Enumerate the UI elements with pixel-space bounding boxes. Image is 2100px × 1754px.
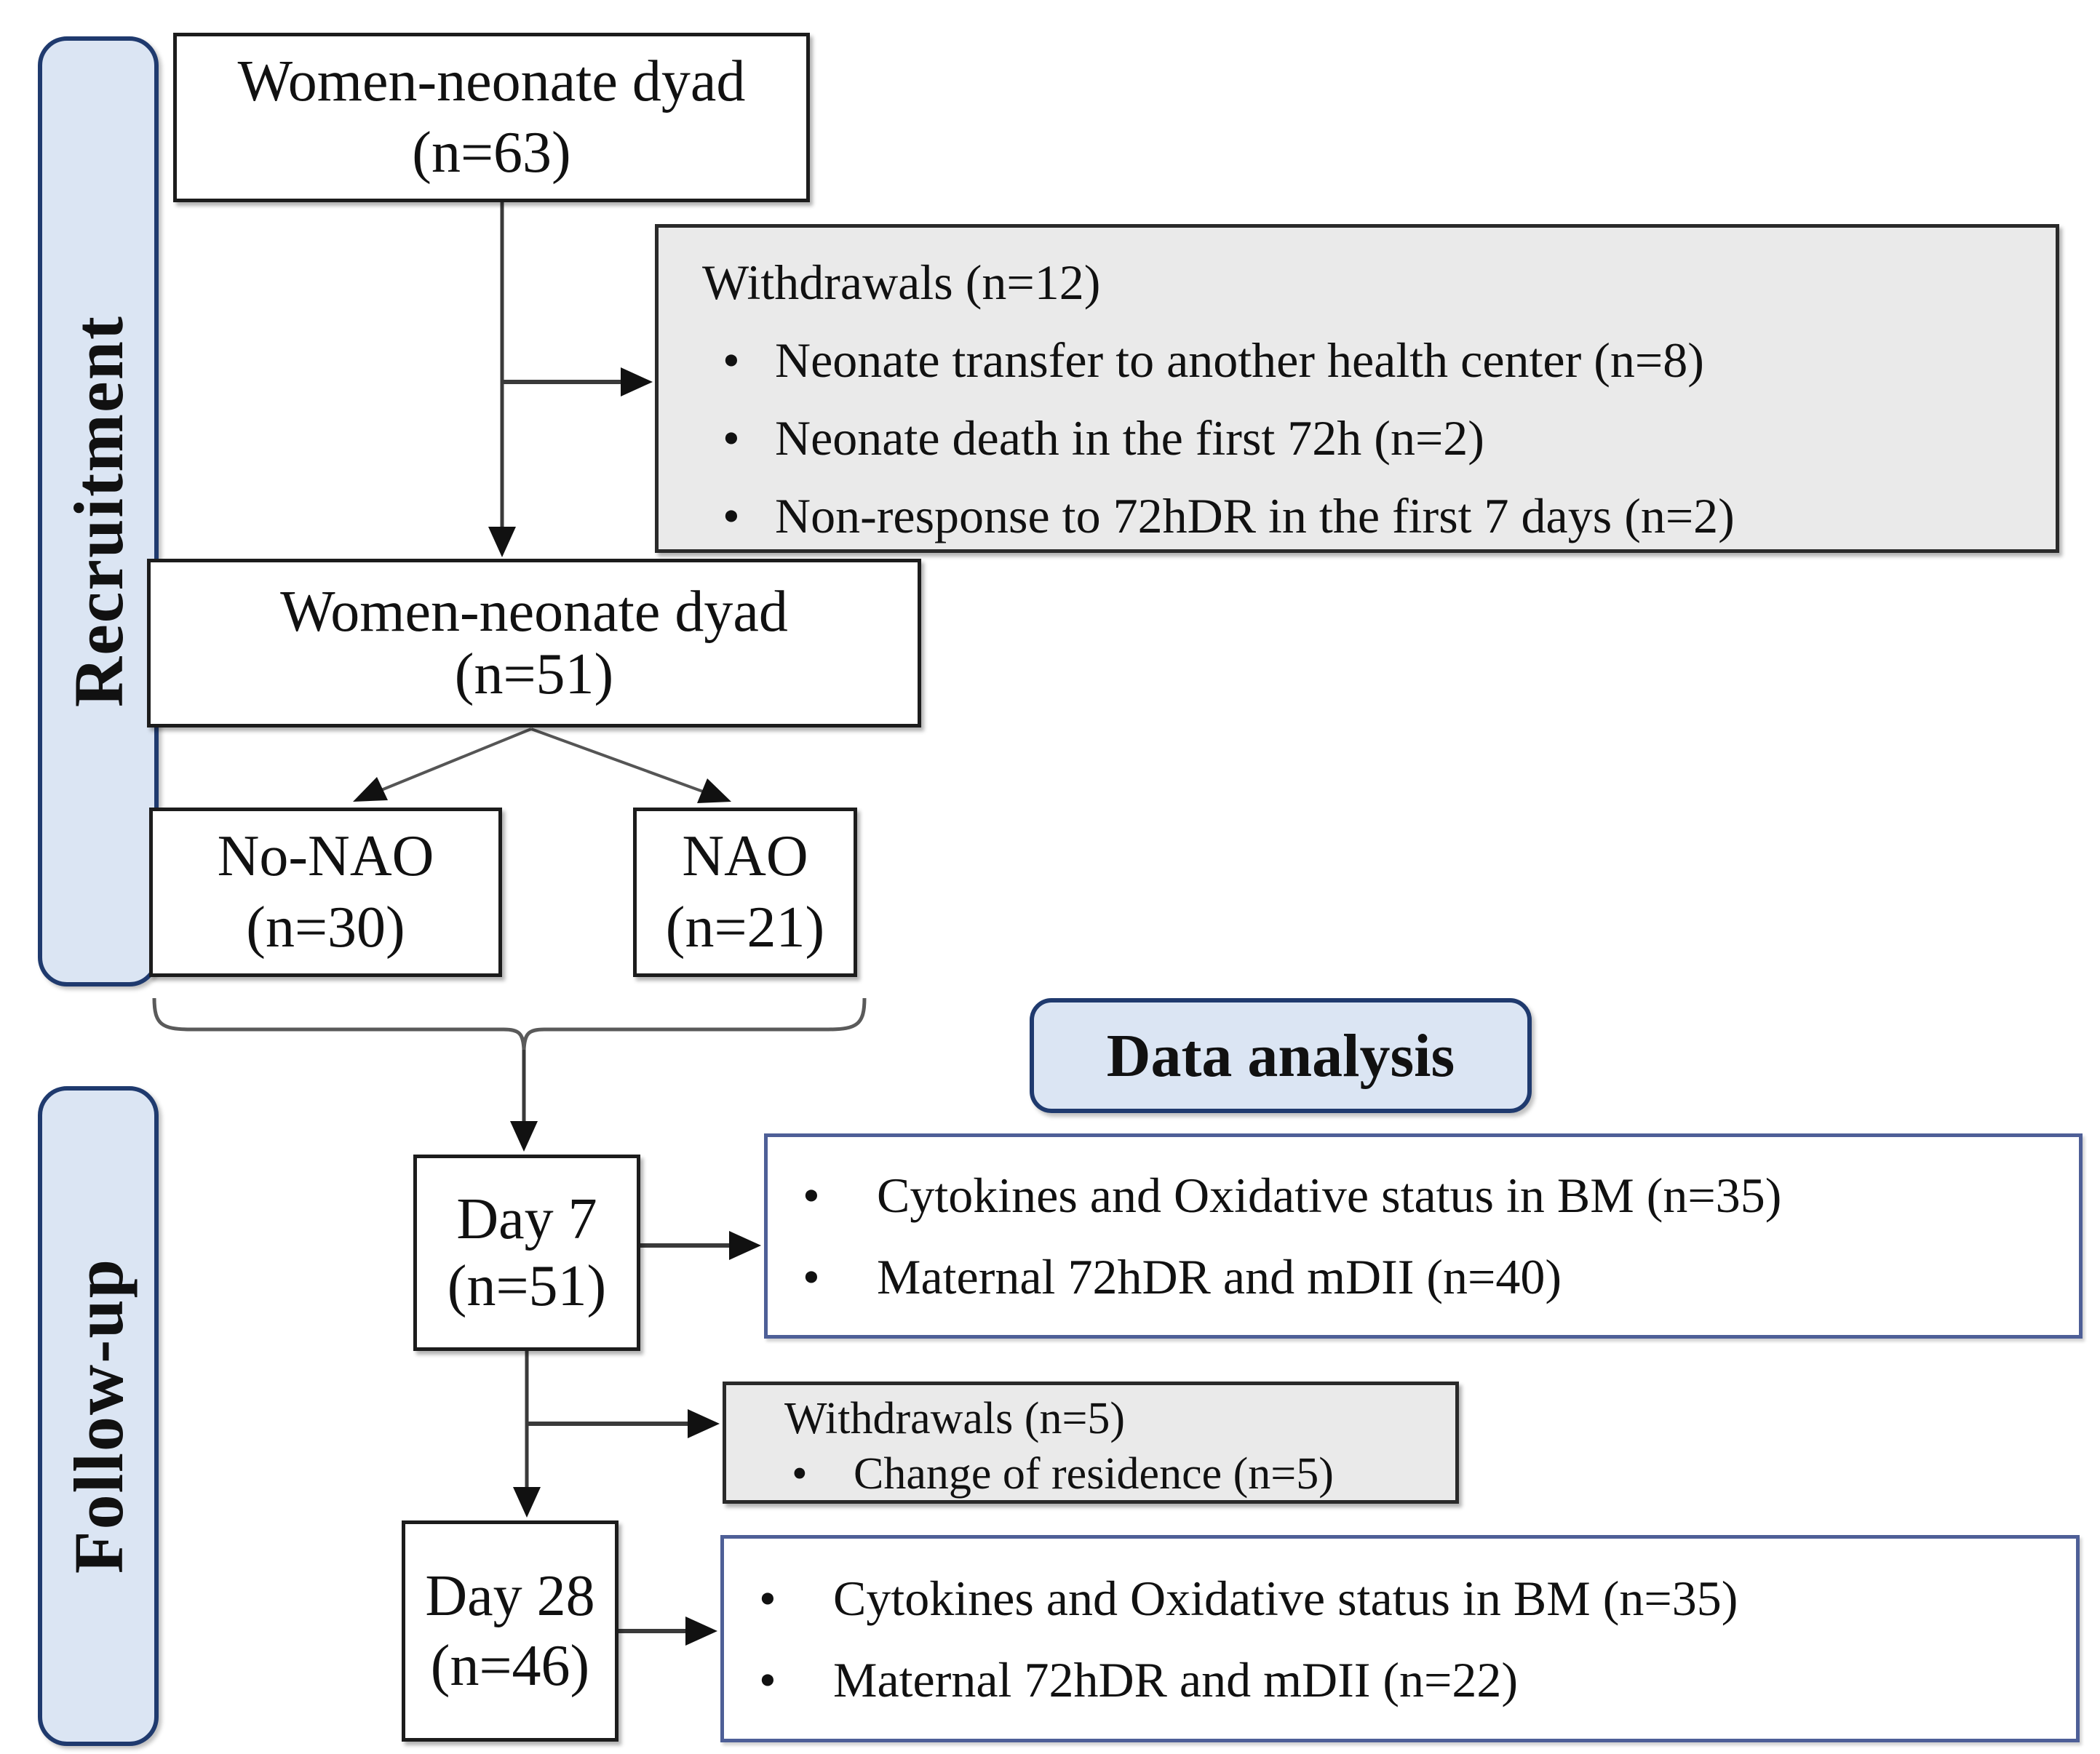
followup-label: Follow-up <box>59 1258 138 1574</box>
withdrawal-reason: Neonate transfer to another health cente… <box>775 332 1704 388</box>
arrow-to-withdrawals5 <box>527 1409 720 1438</box>
analysis-item: Cytokines and Oxidative status in BM (n=… <box>833 1570 1738 1626</box>
node-title: Day 7 <box>456 1187 597 1251</box>
bullet-icon: • <box>759 1570 776 1626</box>
arrow-day28-to-analysis <box>619 1617 717 1646</box>
data-analysis-label: Data analysis <box>1106 1021 1455 1090</box>
node-day7-analysis: • Cytokines and Oxidative status in BM (… <box>764 1133 2083 1339</box>
withdrawal-reason: Change of residence (n=5) <box>854 1449 1334 1499</box>
list-item: • Change of residence (n=5) <box>784 1446 1448 1502</box>
node-title: NAO <box>682 824 808 888</box>
node-title: Women-neonate dyad <box>237 49 746 113</box>
node-day-28: Day 28 (n=46) <box>402 1520 619 1742</box>
node-dyad-63: Women-neonate dyad (n=63) <box>173 33 810 202</box>
node-dyad-51: Women-neonate dyad (n=51) <box>147 559 921 727</box>
data-analysis-header: Data analysis <box>1030 998 1532 1113</box>
list-item: • Cytokines and Oxidative status in BM (… <box>753 1558 2076 1639</box>
analysis-item: Maternal 72hDR and mDII (n=22) <box>833 1651 1519 1707</box>
withdrawal-reason: Neonate death in the first 72h (n=2) <box>775 410 1484 466</box>
arrow-to-withdrawals12 <box>502 367 653 396</box>
node-count: (n=21) <box>665 895 825 960</box>
list-item: • Maternal 72hDR and mDII (n=40) <box>797 1236 2079 1318</box>
node-count: (n=30) <box>246 895 405 960</box>
bullet-icon: • <box>803 1249 820 1304</box>
node-title: Women-neonate dyad <box>280 579 788 644</box>
withdrawals-12-title: Withdrawals (n=12) <box>702 255 1101 310</box>
analysis-item: Cytokines and Oxidative status in BM (n=… <box>877 1168 1782 1223</box>
bullet-icon: • <box>759 1651 776 1707</box>
node-title: No-NAO <box>217 824 434 888</box>
bullet-icon: • <box>803 1168 820 1223</box>
list-item: • Neonate transfer to another health cen… <box>702 322 2041 399</box>
node-withdrawals-5: Withdrawals (n=5) • Change of residence … <box>723 1382 1459 1504</box>
recruitment-label: Recruitment <box>59 315 138 708</box>
list-item: • Non-response to 72hDR in the first 7 d… <box>702 477 2041 555</box>
node-count: (n=51) <box>454 642 614 706</box>
node-count: (n=46) <box>430 1634 590 1698</box>
arrow-dyad63-to-dyad51 <box>488 202 516 557</box>
node-day28-analysis: • Cytokines and Oxidative status in BM (… <box>720 1535 2080 1742</box>
node-withdrawals-12: Withdrawals (n=12) • Neonate transfer to… <box>655 224 2059 553</box>
node-nao: NAO (n=21) <box>633 808 857 977</box>
list-item: • Neonate death in the first 72h (n=2) <box>702 399 2041 477</box>
node-title: Day 28 <box>425 1564 595 1628</box>
section-label-followup: Follow-up <box>38 1086 159 1746</box>
list-item: • Maternal 72hDR and mDII (n=22) <box>753 1639 2076 1721</box>
arrow-dyad51-to-nao <box>530 727 731 803</box>
withdrawals-5-title: Withdrawals (n=5) <box>784 1394 1126 1443</box>
brace-join <box>152 997 867 1051</box>
bullet-icon: • <box>792 1449 808 1499</box>
node-count: (n=51) <box>447 1254 607 1318</box>
bullet-icon: • <box>723 410 740 466</box>
node-day-7: Day 7 (n=51) <box>413 1155 640 1351</box>
node-count: (n=63) <box>412 120 571 185</box>
arrow-day7-to-analysis <box>640 1231 761 1260</box>
arrow-day7-to-day28 <box>513 1351 541 1518</box>
arrow-dyad51-to-no-nao <box>353 727 532 802</box>
bullet-icon: • <box>723 488 740 543</box>
bullet-icon: • <box>723 332 740 388</box>
analysis-item: Maternal 72hDR and mDII (n=40) <box>877 1249 1562 1304</box>
arrow-to-day7 <box>510 1050 538 1152</box>
node-no-nao: No-NAO (n=30) <box>149 808 502 977</box>
section-label-recruitment: Recruitment <box>38 36 159 986</box>
list-item: • Cytokines and Oxidative status in BM (… <box>797 1155 2079 1236</box>
withdrawal-reason: Non-response to 72hDR in the first 7 day… <box>775 488 1735 543</box>
